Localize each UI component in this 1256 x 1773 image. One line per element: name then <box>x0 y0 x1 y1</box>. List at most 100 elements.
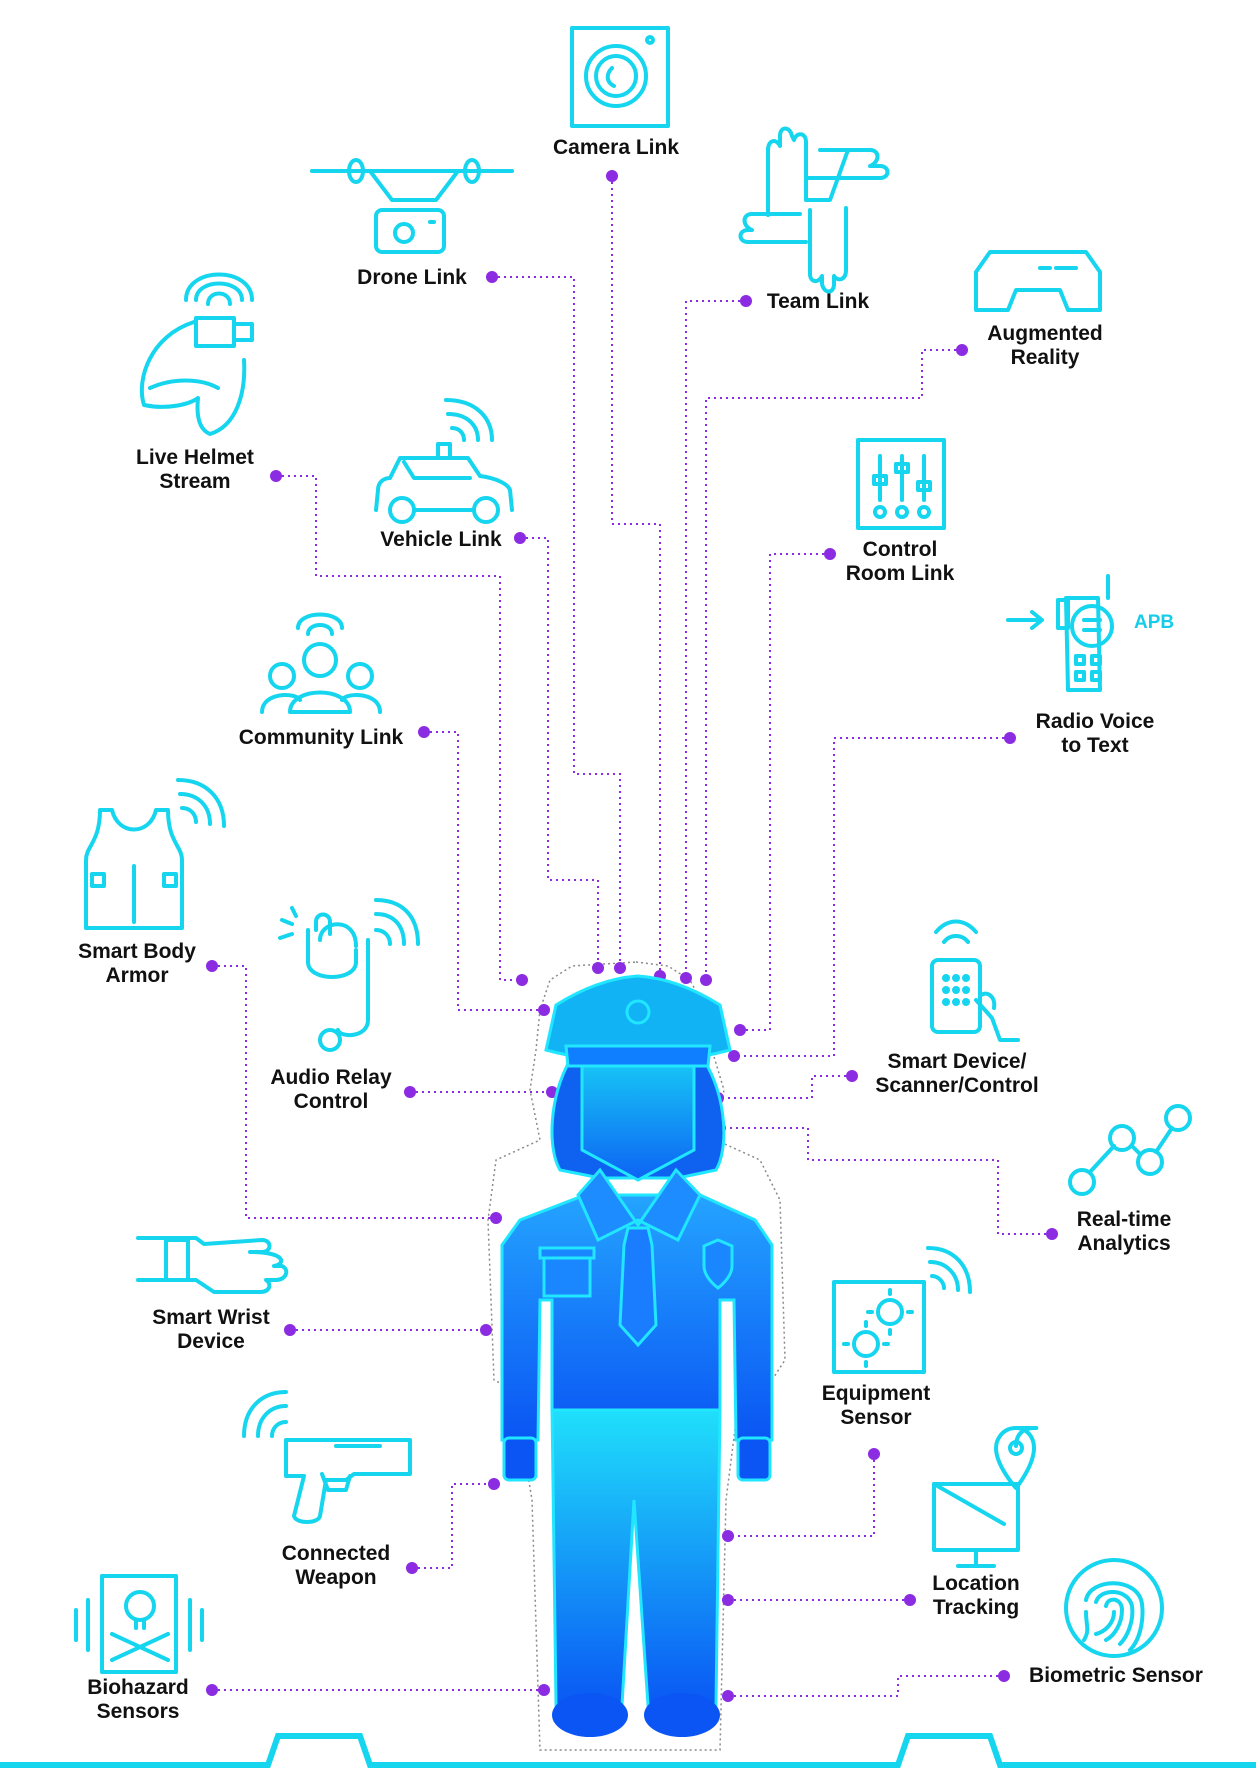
connector-dots <box>206 170 1058 1702</box>
connector-radio <box>734 737 1010 1057</box>
label-smart-device-scanner-control: Smart Device/Scanner/Control <box>862 1050 1052 1098</box>
label-line: Tracking <box>932 1596 1020 1619</box>
gun-icon <box>242 1390 412 1524</box>
ground-line <box>0 1733 1256 1768</box>
ar-goggles-icon <box>974 250 1102 312</box>
label-line: Drone Link <box>357 266 467 289</box>
label-line: Live Helmet <box>136 446 254 469</box>
connector-dot-team-end <box>680 972 692 984</box>
connector-dot-vehicle-end <box>592 962 604 974</box>
label-line: Location <box>932 1572 1020 1595</box>
earpiece-icon <box>278 898 420 1052</box>
label-line: Community Link <box>238 726 404 749</box>
label-line: Team Link <box>766 290 870 313</box>
label-line: Reality <box>1010 346 1080 369</box>
connector-dot-biohazard-start <box>206 1684 218 1696</box>
label-line: Sensors <box>96 1700 180 1723</box>
label-line: Control <box>862 538 938 561</box>
connector-dot-biometric-start <box>998 1670 1010 1682</box>
connector-dot-device-start <box>846 1070 858 1082</box>
connector-control <box>740 553 830 1031</box>
label-line: Audio Relay <box>270 1066 392 1089</box>
label-drone-link: Drone Link <box>332 266 492 290</box>
connector-dot-wrist-end <box>480 1324 492 1336</box>
connector-dot-armor-end <box>490 1212 502 1224</box>
biohazard-icon <box>74 1574 204 1674</box>
connector-dot-location-end <box>722 1594 734 1606</box>
label-line: Smart Device/ <box>887 1050 1027 1073</box>
apb-badge: APB <box>1134 612 1175 633</box>
connector-ar <box>705 349 962 980</box>
connector-team <box>685 300 746 978</box>
connector-dot-helmet-start <box>270 470 282 482</box>
label-line: Device <box>177 1330 245 1353</box>
connector-dot-community-start <box>418 726 430 738</box>
connector-vehicle <box>520 537 599 968</box>
connector-community <box>424 731 544 1011</box>
label-line: to Text <box>1061 734 1129 757</box>
connector-dot-community-end <box>538 1004 550 1016</box>
label-line: Biohazard <box>87 1676 189 1699</box>
label-line: Smart Body <box>78 940 196 963</box>
label-camera-link: Camera Link <box>536 136 696 160</box>
helmet-camera-icon <box>139 272 254 436</box>
label-line: Equipment <box>821 1382 931 1405</box>
label-vehicle-link: Vehicle Link <box>366 528 516 552</box>
label-line: Biometric Sensor <box>1029 1664 1203 1687</box>
connector-dot-helmet-end <box>516 974 528 986</box>
connector-dot-drone-end <box>614 962 626 974</box>
smart-device-icon <box>930 919 1020 1042</box>
label-line: Vehicle Link <box>380 528 502 551</box>
label-line: Augmented <box>987 322 1103 345</box>
connector-dot-ar-start <box>956 344 968 356</box>
connector-weapon <box>412 1483 494 1569</box>
connector-dot-armor-start <box>206 960 218 972</box>
drone-icon <box>310 158 514 254</box>
connector-dot-camera-start <box>606 170 618 182</box>
connector-dot-equipment-end <box>722 1530 734 1542</box>
label-line: Scanner/Control <box>875 1074 1039 1097</box>
team-hands-icon <box>738 126 890 294</box>
connector-dot-biometric-end <box>722 1690 734 1702</box>
fingerprint-icon <box>1064 1558 1164 1658</box>
connector-dot-biohazard-end <box>538 1684 550 1696</box>
label-line: Sensor <box>840 1406 912 1429</box>
police-car-icon <box>374 398 514 524</box>
label-biometric-sensor: Biometric Sensor <box>1016 1664 1216 1688</box>
label-line: Analytics <box>1077 1232 1171 1255</box>
label-line: Real-time <box>1076 1208 1172 1231</box>
connector-dot-vehicle-start <box>514 532 526 544</box>
analytics-icon <box>1068 1104 1192 1196</box>
body-armor-icon <box>84 778 226 930</box>
connector-dot-control-start <box>824 548 836 560</box>
connector-camera <box>611 176 661 976</box>
connector-dot-radio-start <box>1004 732 1016 744</box>
connector-biometric <box>728 1675 1004 1697</box>
connector-dot-weapon-start <box>406 1562 418 1574</box>
camera-icon <box>570 26 670 128</box>
connector-analytics <box>720 1127 1052 1235</box>
officer-legs <box>550 1403 722 1707</box>
label-line: Weapon <box>295 1566 377 1589</box>
connector-dot-equipment-start <box>868 1448 880 1460</box>
connector-dot-analytics-start <box>1046 1228 1058 1240</box>
connector-dot-control-end <box>734 1024 746 1036</box>
control-panel-icon <box>856 438 946 530</box>
connector-drone <box>492 276 621 968</box>
connector-device <box>718 1075 852 1099</box>
figure-halo-outline <box>487 961 786 1751</box>
connector-dot-wrist-start <box>284 1324 296 1336</box>
connector-dot-drone-start <box>486 271 498 283</box>
